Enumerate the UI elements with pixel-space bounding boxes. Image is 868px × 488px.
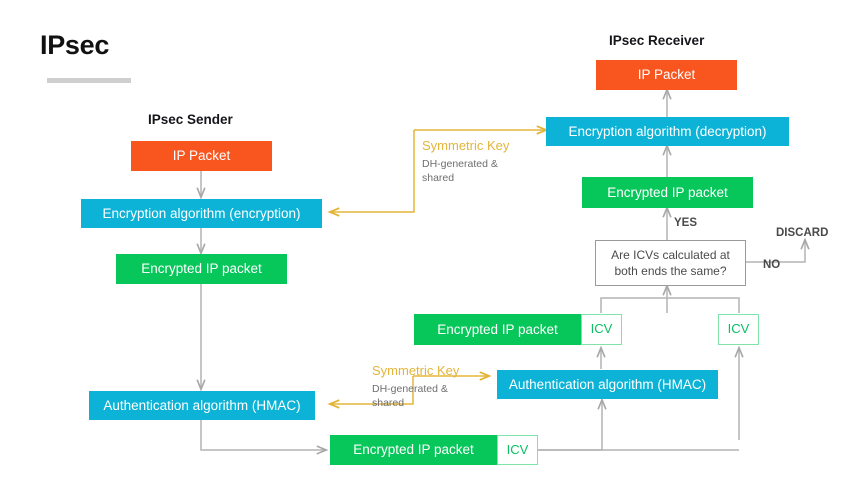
receiver-hmac-node: Authentication algorithm (HMAC) (497, 370, 718, 399)
lower-symmetric-key-subtitle: DH-generated & shared (372, 383, 448, 410)
receiver-computed-icv-node: ICV (581, 314, 622, 345)
sender-ip-packet-node: IP Packet (131, 141, 272, 171)
sender-symmetric-key-annotation: Symmetric Key DH-generated & shared (422, 138, 542, 185)
page-title: IPsec (40, 30, 110, 60)
receiver-decryption-node: Encryption algorithm (decryption) (546, 117, 789, 146)
sender-encrypted-packet-node: Encrypted IP packet (116, 254, 287, 284)
lower-symmetric-key-annotation: Symmetric Key DH-generated & shared (372, 363, 492, 410)
sender-hmac-node: Authentication algorithm (HMAC) (89, 391, 315, 420)
sender-output-icv-node: ICV (497, 435, 538, 465)
no-branch-label: NO (763, 259, 781, 271)
yes-branch-label: YES (674, 217, 698, 229)
title-underline-rule (47, 78, 131, 83)
receiver-incoming-packet-node: Encrypted IP packet (414, 314, 581, 345)
sender-symmetric-key-title: Symmetric Key (422, 138, 510, 153)
lower-symmetric-key-title: Symmetric Key (372, 363, 460, 378)
receiver-received-icv-node: ICV (718, 314, 759, 345)
receiver-heading: IPsec Receiver (609, 33, 705, 48)
sender-encryption-node: Encryption algorithm (encryption) (81, 199, 322, 228)
receiver-ip-packet-node: IP Packet (596, 60, 737, 90)
icv-comparison-decision-node: Are ICVs calculated at both ends the sam… (595, 240, 746, 286)
sender-output-packet-node: Encrypted IP packet (330, 435, 497, 465)
receiver-encrypted-packet-node: Encrypted IP packet (582, 177, 753, 208)
discard-label: DISCARD (776, 227, 829, 239)
sender-heading: IPsec Sender (148, 112, 233, 127)
sender-symmetric-key-subtitle: DH-generated & shared (422, 158, 498, 185)
